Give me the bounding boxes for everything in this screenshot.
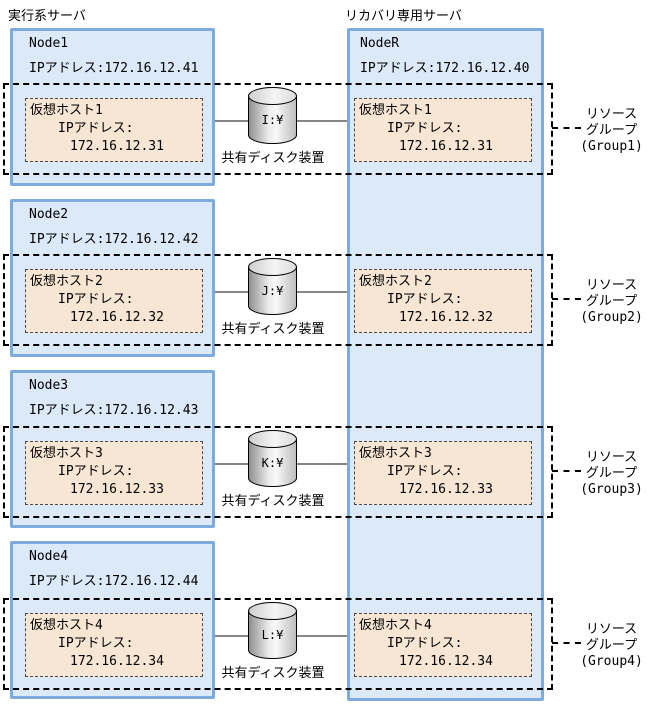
node3-name: Node3 [29,378,69,393]
disk-cylinder-top [248,430,297,448]
resource-group-label: リソース グループ (Group2) [574,278,649,326]
resource-group-label: リソース グループ (Group3) [574,450,649,498]
connector-line-left [215,635,248,637]
resource-group-label-line1: リソース [585,450,638,465]
resource-group-row-2: 仮想ホスト2 IPアドレス: 172.16.12.32 J:¥ 共有ディスク装置… [0,254,649,346]
virtual-host-ip: 172.16.12.33 [399,482,493,497]
disk-drive-label: I:¥ [261,113,284,127]
resource-group-label-line1: リソース [585,622,638,637]
node4-name: Node4 [29,549,69,564]
resource-group-boundary [3,254,553,346]
virtual-host-box-recovery: 仮想ホスト3 IPアドレス: 172.16.12.33 [354,441,532,505]
virtual-host-box-active: 仮想ホスト1 IPアドレス: 172.16.12.31 [25,98,203,162]
virtual-host-name: 仮想ホスト4 [359,618,432,633]
connector-line-left [215,463,248,465]
resource-group-label-line3: (Group1) [580,139,643,154]
virtual-host-name: 仮想ホスト2 [359,274,432,289]
group-label-connector [552,642,581,644]
resource-group-label-line1: リソース [585,278,638,293]
virtual-host-box-recovery: 仮想ホスト4 IPアドレス: 172.16.12.34 [354,613,532,677]
resource-group-label: リソース グループ (Group1) [574,107,649,155]
disk-drive-label: L:¥ [261,628,284,642]
virtual-host-ip-caption: IPアドレス: [58,292,134,307]
connector-line-left [215,291,248,293]
virtual-host-ip-caption: IPアドレス: [387,464,463,479]
resource-group-label-line3: (Group3) [580,482,643,497]
group-label-connector [552,127,581,129]
recovery-server-ip: IPアドレス:172.16.12.40 [360,61,530,76]
node1-name: Node1 [29,36,69,51]
virtual-host-box-active: 仮想ホスト3 IPアドレス: 172.16.12.33 [25,441,203,505]
connector-line-right [297,635,347,637]
virtual-host-name: 仮想ホスト3 [30,446,103,461]
recovery-server-title: リカバリ専用サーバ [345,9,462,24]
virtual-host-ip: 172.16.12.31 [399,139,493,154]
shared-disk-caption: 共有ディスク装置 [221,322,325,337]
connector-line-right [297,291,347,293]
resource-group-boundary [3,426,553,518]
connector-line-right [297,463,347,465]
shared-disk-cylinder: K:¥ [248,430,297,487]
resource-group-row-3: 仮想ホスト3 IPアドレス: 172.16.12.33 K:¥ 共有ディスク装置… [0,426,649,518]
recovery-server-name: NodeR [360,36,400,51]
virtual-host-name: 仮想ホスト3 [359,446,432,461]
resource-group-row-1: 仮想ホスト1 IPアドレス: 172.16.12.31 I:¥ 共有ディスク装置… [0,83,649,175]
resource-group-boundary [3,598,553,690]
node3-ip: IPアドレス:172.16.12.43 [29,403,199,418]
virtual-host-name: 仮想ホスト1 [359,103,432,118]
virtual-host-name: 仮想ホスト1 [30,103,103,118]
virtual-host-ip: 172.16.12.33 [70,482,164,497]
virtual-host-ip: 172.16.12.34 [399,654,493,669]
connector-line-left [215,120,248,122]
node1-ip: IPアドレス:172.16.12.41 [29,61,199,76]
virtual-host-ip-caption: IPアドレス: [58,464,134,479]
resource-group-label-line3: (Group2) [580,310,643,325]
virtual-host-box-recovery: 仮想ホスト2 IPアドレス: 172.16.12.32 [354,269,532,333]
virtual-host-ip-caption: IPアドレス: [387,121,463,136]
shared-disk-cylinder: I:¥ [248,87,297,144]
node2-ip: IPアドレス:172.16.12.42 [29,232,199,247]
disk-cylinder-top [248,602,297,620]
disk-drive-label: K:¥ [261,456,284,470]
disk-cylinder-top [248,87,297,105]
virtual-host-ip: 172.16.12.32 [70,310,164,325]
virtual-host-ip-caption: IPアドレス: [58,636,134,651]
virtual-host-ip: 172.16.12.31 [70,139,164,154]
shared-disk-caption: 共有ディスク装置 [221,666,325,681]
resource-group-label-line1: リソース [585,107,638,122]
resource-group-label-line2: グループ [585,294,638,309]
resource-group-label-line2: グループ [585,466,638,481]
resource-group-label-line3: (Group4) [580,654,643,669]
shared-disk-cylinder: L:¥ [248,602,297,659]
virtual-host-box-active: 仮想ホスト4 IPアドレス: 172.16.12.34 [25,613,203,677]
virtual-host-name: 仮想ホスト4 [30,618,103,633]
active-servers-title: 実行系サーバ [8,9,86,24]
resource-group-label: リソース グループ (Group4) [574,622,649,670]
virtual-host-name: 仮想ホスト2 [30,274,103,289]
resource-group-label-line2: グループ [585,638,638,653]
virtual-host-box-active: 仮想ホスト2 IPアドレス: 172.16.12.32 [25,269,203,333]
resource-group-boundary [3,83,553,175]
disk-cylinder-top [248,258,297,276]
resource-group-label-line2: グループ [585,123,638,138]
virtual-host-box-recovery: 仮想ホスト1 IPアドレス: 172.16.12.31 [354,98,532,162]
shared-disk-cylinder: J:¥ [248,258,297,315]
group-label-connector [552,470,581,472]
connector-line-right [297,120,347,122]
virtual-host-ip-caption: IPアドレス: [387,292,463,307]
disk-drive-label: J:¥ [261,284,284,298]
resource-group-row-4: 仮想ホスト4 IPアドレス: 172.16.12.34 L:¥ 共有ディスク装置… [0,598,649,690]
node2-name: Node2 [29,207,69,222]
shared-disk-caption: 共有ディスク装置 [221,151,325,166]
group-label-connector [552,298,581,300]
virtual-host-ip: 172.16.12.34 [70,654,164,669]
node4-ip: IPアドレス:172.16.12.44 [29,574,199,589]
virtual-host-ip: 172.16.12.32 [399,310,493,325]
shared-disk-caption: 共有ディスク装置 [221,494,325,509]
virtual-host-ip-caption: IPアドレス: [387,636,463,651]
virtual-host-ip-caption: IPアドレス: [58,121,134,136]
